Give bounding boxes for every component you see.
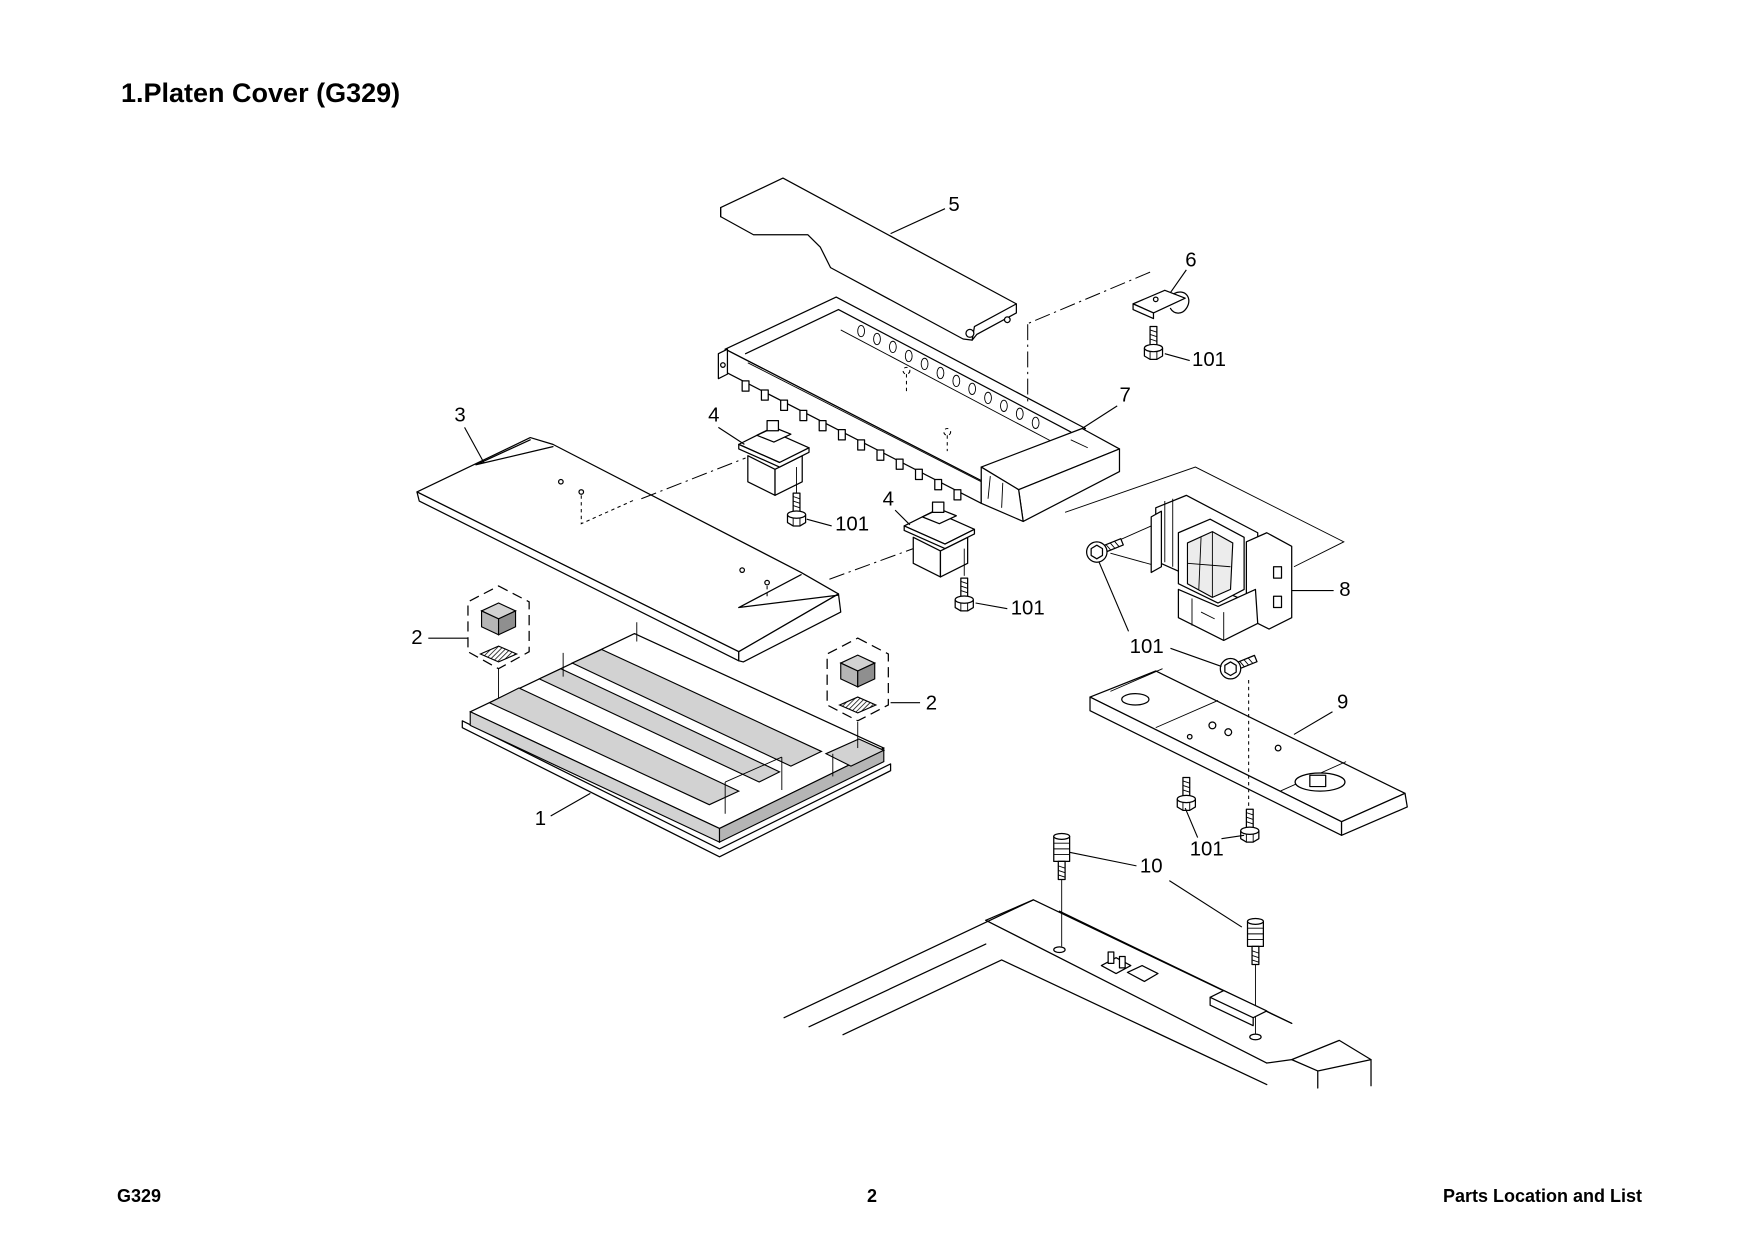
part-5-drawing bbox=[720, 177, 1017, 341]
footer-page-number: 2 bbox=[866, 1186, 878, 1206]
callout-label: 101 bbox=[835, 513, 869, 535]
part-3-drawing bbox=[416, 436, 842, 663]
scanner-frame-drawing bbox=[783, 899, 1372, 1089]
leader-lines bbox=[428, 208, 1334, 928]
callout-label: 4 bbox=[708, 405, 719, 427]
callout-label: 6 bbox=[1185, 249, 1196, 271]
page-title: 1.Platen Cover (G329) bbox=[121, 78, 401, 108]
footer-model: G329 bbox=[117, 1186, 162, 1206]
stud-10-icon bbox=[1246, 917, 1265, 966]
screw-101-icon bbox=[1240, 808, 1260, 843]
callout-label: 2 bbox=[411, 627, 422, 649]
callout-label: 8 bbox=[1339, 579, 1350, 601]
screw-101-icon bbox=[1143, 325, 1164, 361]
projection-lines bbox=[641, 271, 1345, 580]
part-6-drawing bbox=[1132, 289, 1190, 320]
callout-label: 101 bbox=[1190, 839, 1224, 861]
screw-101-icon bbox=[1219, 654, 1258, 680]
footer-section: Parts Location and List bbox=[1442, 1186, 1642, 1206]
part-4-left-drawing bbox=[738, 419, 810, 496]
part-2-right-drawing bbox=[826, 637, 889, 749]
part-4-right-drawing bbox=[903, 501, 976, 578]
callout-label: 4 bbox=[883, 489, 894, 511]
callout-label: 3 bbox=[454, 405, 465, 427]
part-9-drawing bbox=[1089, 668, 1408, 836]
callout-label: 101 bbox=[1192, 349, 1226, 371]
callout-label: 7 bbox=[1119, 384, 1130, 406]
screw-101-icon bbox=[786, 492, 807, 527]
callout-label: 10 bbox=[1140, 856, 1163, 878]
part-2-left-drawing bbox=[467, 585, 638, 699]
screw-101-icon bbox=[954, 577, 974, 612]
callout-label: 101 bbox=[1011, 597, 1045, 619]
callout-label: 9 bbox=[1337, 691, 1348, 713]
callout-label: 2 bbox=[926, 693, 937, 715]
screw-101-icon bbox=[1176, 776, 1197, 811]
callout-label: 101 bbox=[1130, 636, 1164, 658]
part-7-drawing bbox=[717, 296, 1121, 523]
callout-label: 5 bbox=[948, 194, 959, 216]
part-1-drawing bbox=[461, 632, 892, 858]
callout-label: 1 bbox=[535, 808, 546, 830]
screw-101-icon bbox=[1085, 538, 1124, 563]
stud-10-icon bbox=[1053, 832, 1071, 881]
part-8-drawing bbox=[1110, 494, 1293, 642]
